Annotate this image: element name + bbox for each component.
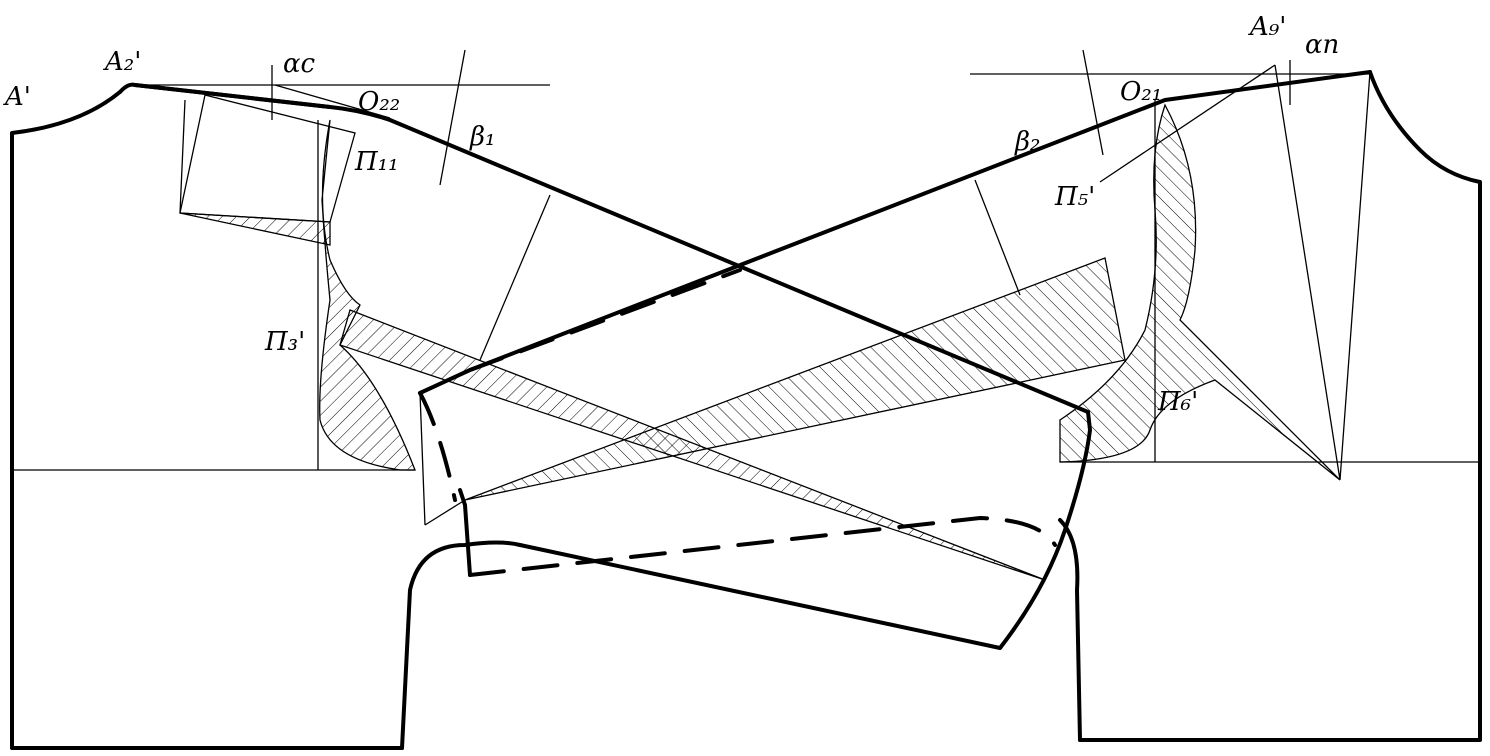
- label-beta2: β₂: [1014, 127, 1040, 157]
- diag-2: [974, 179, 1021, 296]
- back-armhole-hatch: [319, 119, 416, 471]
- front-dart-triangle: [1274, 64, 1371, 481]
- back-outline: [10, 82, 404, 750]
- shoulder-square-edge: [179, 99, 186, 214]
- front-outline: [1078, 70, 1482, 742]
- label-p11: П₁₁: [354, 147, 399, 177]
- beta1-tick: [439, 49, 466, 186]
- front-panel: [970, 64, 1482, 742]
- diag-3: [274, 84, 391, 119]
- label-a2: A₂': [103, 47, 141, 77]
- cross-hatch-right: [464, 257, 1126, 501]
- beta2-tick: [1082, 49, 1104, 156]
- cross-edge-2: [419, 392, 426, 526]
- front-armhole: [1058, 518, 1082, 742]
- front-dart-edge: [1099, 64, 1276, 183]
- diag-1: [479, 194, 551, 361]
- diag-4: [1164, 84, 1271, 101]
- shoulder-square: [179, 94, 356, 223]
- right-sleeve-top-line: [468, 70, 1372, 372]
- label-p3: П₃': [264, 327, 305, 357]
- sleeve-construction: [133, 70, 1372, 650]
- left-sleeve-top-line: [133, 83, 1090, 414]
- dashed-top: [468, 268, 742, 372]
- label-beta1: β₁: [469, 122, 495, 152]
- label-o21: O₂₁: [1120, 77, 1162, 107]
- label-alpha-p: αп: [1305, 30, 1339, 60]
- back-panel: [10, 82, 550, 750]
- label-a9: A₉': [1248, 12, 1286, 42]
- angle-markers: [271, 49, 1291, 186]
- label-o22: O₂₂: [358, 87, 400, 117]
- label-a1: A': [3, 82, 31, 112]
- cross-edge: [424, 499, 466, 526]
- left-sleeve-body: [518, 410, 1092, 650]
- label-alpha-c: αc: [283, 49, 316, 79]
- label-p6: П₆': [1157, 387, 1198, 417]
- dashed-left: [418, 391, 457, 502]
- label-p5: П₅': [1054, 182, 1095, 212]
- hatched-dart-small: [179, 212, 331, 246]
- front-armhole-hatch: [1059, 103, 1341, 481]
- dashed-bottom: [468, 515, 1057, 577]
- right-sleeve-body: [458, 488, 472, 577]
- back-armhole: [400, 540, 522, 750]
